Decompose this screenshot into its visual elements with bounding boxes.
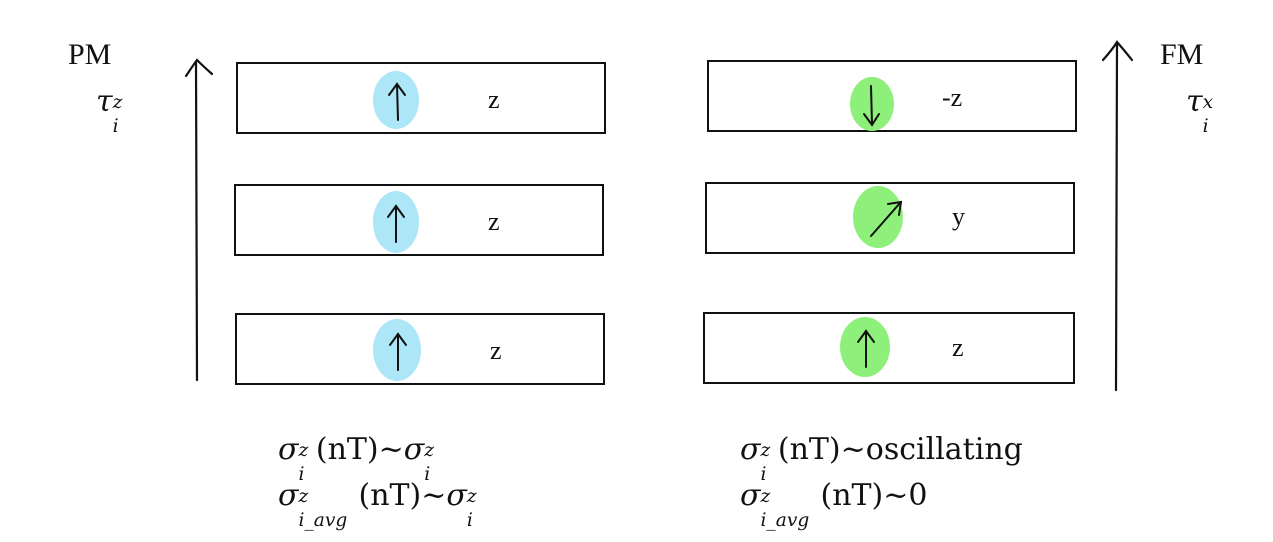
formula-sub: i <box>298 463 305 485</box>
right-phase-label: FM <box>1160 38 1204 71</box>
left-spin-top <box>373 71 419 129</box>
right-layer-middle-label: y <box>952 202 965 231</box>
formula-sub: i_avg <box>760 509 810 531</box>
spin-up-arrow-icon <box>387 204 405 243</box>
right-spin-bottom <box>840 317 890 377</box>
right-tau-base: τ <box>1186 84 1203 119</box>
spin-down-arrow-icon <box>863 85 880 127</box>
formula-sub: i <box>424 463 431 485</box>
right-layer-bottom-label: z <box>952 333 964 362</box>
right-tau-sub: i <box>1202 115 1209 137</box>
formula-mid: (nT)~ <box>315 432 404 467</box>
spin-up-arrow-icon <box>857 329 875 368</box>
formula-mid: (nT)~ <box>358 478 447 513</box>
right-spin-middle <box>853 186 903 248</box>
spin-diagonal-arrow-icon <box>870 200 903 237</box>
spin-dot <box>853 186 903 248</box>
formula-symbol: σ <box>278 432 299 467</box>
formula-mid: (nT)~oscillating <box>777 432 1023 467</box>
formula-sup: z <box>298 486 309 508</box>
formula-symbol: σ <box>278 478 299 513</box>
formula-mid: (nT)~0 <box>820 478 928 513</box>
formula-sup: z <box>760 440 771 462</box>
left-tau-sup: z <box>112 92 123 114</box>
left-tau-sub: i <box>112 115 119 137</box>
left-layer-box-middle <box>234 184 604 256</box>
left-axis-arrow <box>184 58 214 382</box>
formula-sup: z <box>424 440 435 462</box>
left-spin-bottom <box>373 319 421 381</box>
formula-symbol: σ <box>446 478 467 513</box>
formula-symbol: σ <box>403 432 425 467</box>
formula-sub: i <box>466 509 473 531</box>
left-layer-middle-label: z <box>488 207 500 236</box>
formula-sub: i <box>760 463 767 485</box>
left-phase-label: PM <box>68 38 112 71</box>
left-layer-bottom-label: z <box>490 336 502 365</box>
right-layer-top-label: -z <box>942 83 963 112</box>
right-tau-sup: x <box>1202 92 1214 114</box>
formula-sub: i_avg <box>298 509 348 531</box>
left-tau-base: τ <box>96 84 113 119</box>
spin-up-arrow-icon <box>389 332 407 371</box>
spin-up-arrow-icon <box>388 82 406 121</box>
formula-sup: z <box>298 440 309 462</box>
formula-sup: z <box>760 486 771 508</box>
formula-symbol: σ <box>740 432 761 467</box>
spin-dot <box>373 71 419 129</box>
formula-sup: z <box>466 486 477 508</box>
right-axis-arrow <box>1101 40 1134 392</box>
formula-symbol: σ <box>740 478 761 513</box>
left-layer-top-label: z <box>488 85 500 114</box>
left-layer-box-top <box>236 62 606 134</box>
right-spin-top <box>850 77 894 131</box>
left-spin-middle <box>373 191 419 253</box>
